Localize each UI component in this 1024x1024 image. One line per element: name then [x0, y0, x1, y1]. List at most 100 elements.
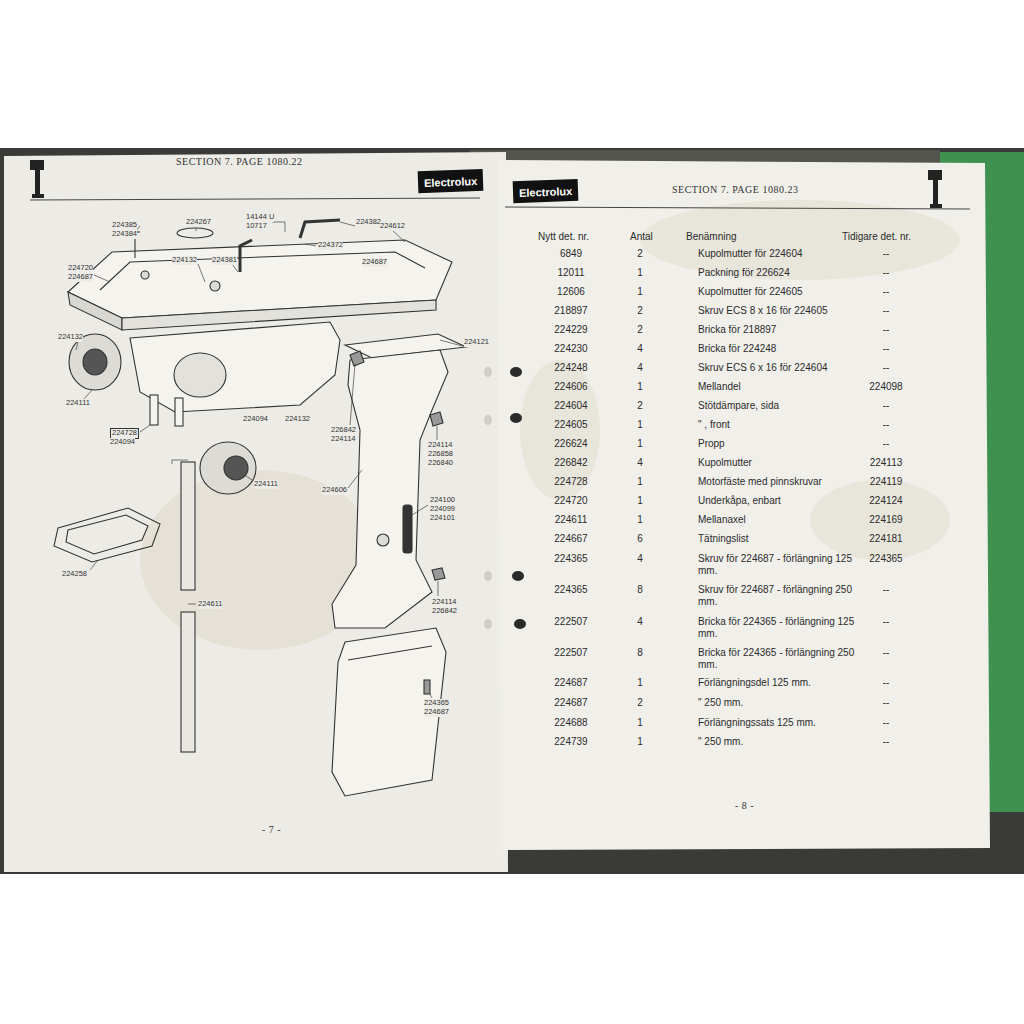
- stain: [810, 480, 950, 560]
- callout-number: 224114: [331, 435, 355, 444]
- part-description: Tätningslist: [698, 533, 870, 545]
- callout-number: 224121: [464, 338, 489, 347]
- old-part-number: --: [850, 267, 922, 279]
- part-description: Bricka för 224365 - förlängning 250 mm.: [698, 647, 870, 670]
- gasket-inner: [66, 515, 148, 554]
- part-number: 224606: [536, 381, 606, 393]
- hole: [484, 415, 492, 425]
- leader: [140, 425, 150, 432]
- callout-number: 224384: [112, 230, 137, 239]
- cowl-bore: [174, 353, 226, 397]
- old-part-number: --: [850, 584, 922, 596]
- quantity: 1: [620, 286, 660, 298]
- leader: [90, 560, 98, 570]
- callout-number: 224258: [62, 570, 87, 579]
- leader: [172, 460, 188, 464]
- old-part-number: 224365: [850, 553, 922, 565]
- part-number: 222507: [536, 616, 606, 628]
- brand-name: Electrolux: [424, 175, 478, 189]
- callout-number: 224132: [58, 333, 83, 342]
- old-part-number: 224113: [850, 457, 922, 469]
- extension-rim: [348, 646, 432, 660]
- part-number: 224688: [536, 717, 606, 729]
- part-number: 6849: [536, 248, 606, 260]
- icon-foot: [930, 204, 942, 208]
- quantity: 1: [620, 677, 660, 689]
- callout-number: 14144 U: [246, 213, 274, 222]
- old-part-number: --: [850, 343, 922, 355]
- nut: [432, 568, 445, 580]
- part-description: Förlängningssats 125 mm.: [698, 717, 870, 729]
- part-number: 224687: [536, 677, 606, 689]
- callout-number: 224100: [430, 496, 455, 505]
- column-header: Antal: [630, 231, 653, 243]
- hole: [514, 619, 526, 629]
- mount-left: [69, 334, 121, 390]
- callout-number: 224372: [318, 241, 343, 250]
- right-page: [498, 160, 990, 850]
- leader: [412, 505, 428, 515]
- part-description: Bricka för 218897: [698, 324, 870, 336]
- part-number: 224687: [536, 697, 606, 709]
- stain: [640, 200, 960, 280]
- outboard-icon: [30, 160, 942, 208]
- housing-slot: [403, 505, 412, 553]
- hole: [510, 413, 522, 423]
- part-description: Packning för 226624: [698, 267, 870, 279]
- left-page: [4, 152, 508, 872]
- old-part-number: --: [850, 736, 922, 748]
- brand-badge: Electrolux: [513, 179, 579, 203]
- leg-housing: [332, 350, 448, 628]
- leader: [240, 472, 252, 480]
- quantity: 2: [620, 697, 660, 709]
- quantity: 1: [620, 381, 660, 393]
- intermediate-shaft: [181, 612, 195, 752]
- callout-number: 224365: [424, 699, 449, 708]
- lower-cowl: [130, 322, 340, 412]
- part-number: 226624: [536, 438, 606, 450]
- nut: [430, 412, 443, 426]
- old-part-number: 224181: [850, 533, 922, 545]
- icon-leg: [933, 180, 938, 206]
- part-description: Skruv ECS 6 x 16 för 224604: [698, 362, 870, 374]
- callout-number: 224687: [68, 273, 93, 282]
- quantity: 2: [620, 305, 660, 317]
- photo-background: [0, 148, 1024, 874]
- part-description: " 250 mm.: [698, 736, 870, 748]
- part-number: 224605: [536, 419, 606, 431]
- old-part-number: 224124: [850, 495, 922, 507]
- leader: [232, 264, 238, 272]
- quantity: 1: [620, 717, 660, 729]
- quantity: 8: [620, 647, 660, 659]
- old-part-number: --: [850, 677, 922, 689]
- quantity: 1: [620, 514, 660, 526]
- part-description: Bricka för 224365 - förlängning 125 mm.: [698, 616, 870, 639]
- part-description: Bricka för 224248: [698, 343, 870, 355]
- callout-number: 224094: [110, 438, 135, 447]
- leader: [76, 342, 78, 350]
- callout-number: 224687: [362, 258, 387, 267]
- leader: [348, 470, 362, 488]
- callout-number: 224099: [430, 505, 455, 514]
- callout-number: 224114: [428, 441, 452, 450]
- part-number: 224230: [536, 343, 606, 355]
- cap: [210, 281, 220, 291]
- callout-number: 224382: [356, 218, 381, 227]
- icon-leg: [35, 170, 40, 196]
- hole: [484, 619, 492, 629]
- part-description: Kupolmutter för 224605: [698, 286, 870, 298]
- quantity: 2: [620, 324, 660, 336]
- part-number: 218897: [536, 305, 606, 317]
- old-part-number: --: [850, 616, 922, 628]
- intermediate-shaft: [181, 462, 195, 590]
- callout-number: 224111: [254, 480, 278, 489]
- exploded-view: [54, 220, 466, 796]
- old-part-number: --: [850, 419, 922, 431]
- leader: [440, 340, 462, 346]
- callout-number: 226842: [432, 607, 457, 616]
- part-number: 224365: [536, 584, 606, 596]
- callout-number: 10717: [246, 222, 267, 231]
- nut: [350, 351, 364, 366]
- cover-side: [122, 300, 436, 330]
